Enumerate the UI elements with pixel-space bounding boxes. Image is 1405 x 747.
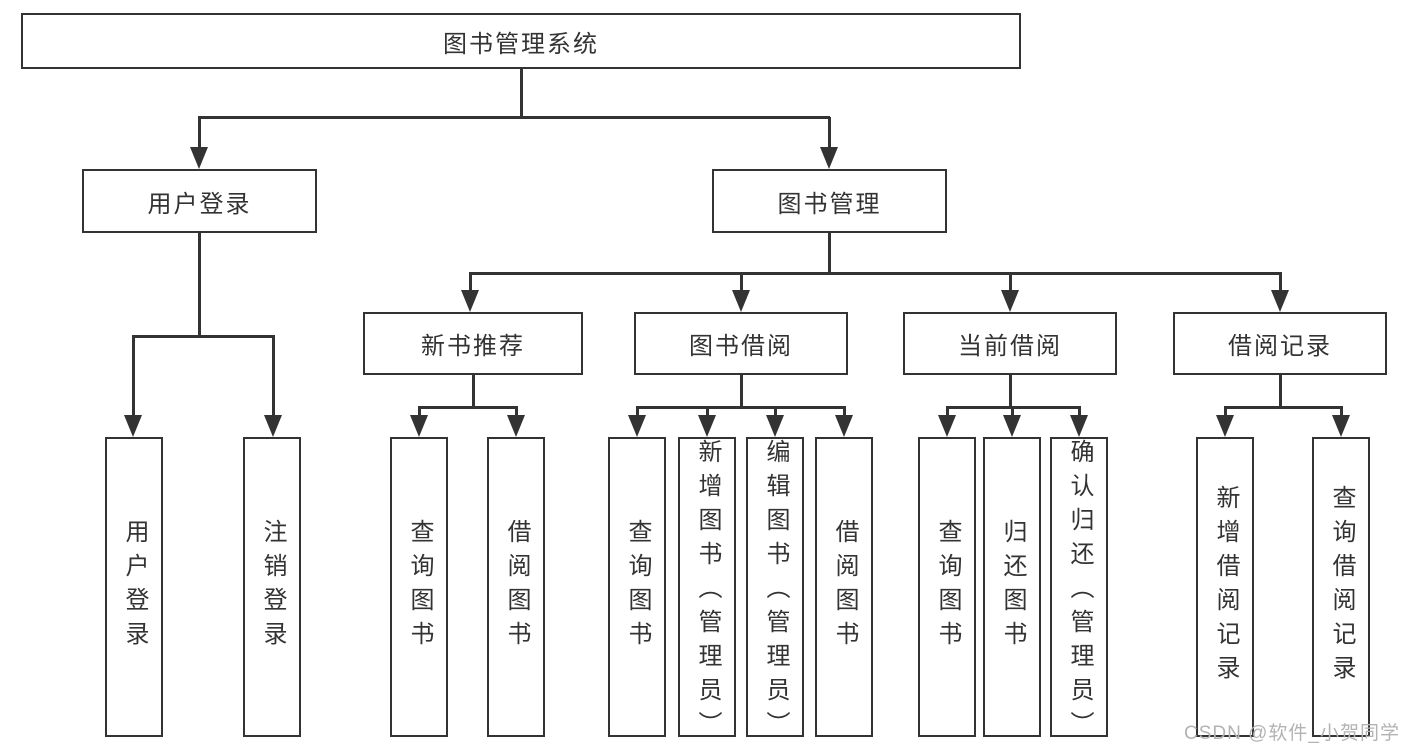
arrowhead-book-borrow: [732, 290, 750, 312]
connector-drop-borrow-book-borrow: [843, 406, 846, 420]
leaf-add-borrow-record-label: 新增借阅记录: [1212, 485, 1239, 689]
arrowhead-query-book-current: [938, 415, 956, 437]
csdn-watermark: CSDN @软件_小贺同学: [1184, 723, 1400, 744]
leaf-query-book-recommend: 查询图书: [390, 437, 448, 737]
connector-current-borrow-stem: [1009, 375, 1012, 408]
connector-drop-book-management: [828, 117, 831, 150]
connector-user-login-bus: [132, 335, 274, 338]
connector-drop-new-book-recommend: [469, 272, 472, 295]
connector-new-book-recommend-bus: [418, 406, 517, 409]
node-borrow-record-label: 借阅记录: [1228, 333, 1332, 360]
node-borrow-record: 借阅记录: [1173, 312, 1387, 375]
node-new-book-recommend: 新书推荐: [363, 312, 583, 375]
leaf-return-book: 归还图书: [983, 437, 1041, 737]
arrowhead-current-borrow: [1001, 290, 1019, 312]
arrowhead-add-borrow-record: [1216, 415, 1234, 437]
leaf-return-book-label: 归还图书: [999, 519, 1026, 655]
leaf-edit-book-admin-label: 编辑图书（管理员）: [762, 439, 789, 745]
connector-drop-return-book: [1011, 406, 1014, 420]
node-root-label: 图书管理系统: [443, 30, 599, 58]
leaf-logout: 注销登录: [243, 437, 301, 737]
leaf-add-borrow-record: 新增借阅记录: [1196, 437, 1254, 737]
arrowhead-borrow-book-recommend: [507, 415, 525, 437]
connector-drop-add-book-admin: [706, 406, 709, 420]
connector-drop-query-book-current: [946, 406, 949, 420]
connector-new-book-recommend-stem: [472, 375, 475, 408]
leaf-query-borrow-record-label: 查询借阅记录: [1328, 485, 1355, 689]
leaf-query-book-borrow-label: 查询图书: [624, 519, 651, 655]
arrowhead-new-book-recommend: [461, 290, 479, 312]
arrowhead-confirm-return-admin: [1070, 415, 1088, 437]
node-current-borrow-label: 当前借阅: [958, 333, 1062, 360]
node-book-borrow-label: 图书借阅: [689, 333, 793, 360]
leaf-user-login-label: 用户登录: [121, 519, 148, 655]
connector-drop-query-borrow-record: [1340, 406, 1343, 420]
connector-book-borrow-bus: [636, 406, 845, 409]
connector-root-stem: [520, 69, 523, 118]
node-new-book-recommend-label: 新书推荐: [421, 333, 525, 360]
arrowhead-user-login: [190, 147, 208, 169]
arrowhead-query-book-recommend: [410, 415, 428, 437]
node-user-login-label: 用户登录: [147, 190, 252, 218]
connector-drop-add-borrow-record: [1224, 406, 1227, 420]
connector-book-borrow-stem: [740, 375, 743, 408]
connector-drop-query-book-recommend: [418, 406, 421, 420]
connector-drop-user-login: [198, 117, 201, 150]
connector-borrow-record-bus: [1224, 406, 1342, 409]
connector-borrow-record-stem: [1279, 375, 1282, 408]
node-user-login: 用户登录: [82, 169, 317, 233]
node-book-borrow: 图书借阅: [634, 312, 848, 375]
leaf-confirm-return-admin-label: 确认归还（管理员）: [1066, 439, 1093, 745]
leaf-query-book-current: 查询图书: [918, 437, 976, 737]
connector-drop-query-book-borrow: [636, 406, 639, 420]
leaf-confirm-return-admin: 确认归还（管理员）: [1050, 437, 1108, 745]
leaf-borrow-book-borrow: 借阅图书: [815, 437, 873, 737]
leaf-query-book-recommend-label: 查询图书: [406, 519, 433, 655]
arrowhead-leaf-logout: [264, 415, 282, 437]
connector-drop-confirm-return-admin: [1078, 406, 1081, 420]
connector-drop-edit-book-admin: [774, 406, 777, 420]
connector-drop-current-borrow: [1009, 272, 1012, 295]
arrowhead-book-management: [820, 147, 838, 169]
leaf-borrow-book-recommend: 借阅图书: [487, 437, 545, 737]
arrowhead-edit-book-admin: [766, 415, 784, 437]
leaf-query-borrow-record: 查询借阅记录: [1312, 437, 1370, 737]
leaf-add-book-admin-label: 新增图书（管理员）: [694, 439, 721, 745]
arrowhead-leaf-user-login: [124, 415, 142, 437]
leaf-user-login: 用户登录: [105, 437, 163, 737]
leaf-edit-book-admin: 编辑图书（管理员）: [746, 437, 804, 745]
arrowhead-borrow-book-borrow: [835, 415, 853, 437]
connector-level3-bus: [469, 272, 1282, 275]
arrowhead-add-book-admin: [698, 415, 716, 437]
arrowhead-query-borrow-record: [1332, 415, 1350, 437]
leaf-add-book-admin: 新增图书（管理员）: [678, 437, 736, 745]
connector-drop-leaf-user-login: [132, 335, 135, 420]
leaf-query-book-borrow: 查询图书: [608, 437, 666, 737]
arrowhead-return-book: [1003, 415, 1021, 437]
arrowhead-query-book-borrow: [628, 415, 646, 437]
leaf-logout-label: 注销登录: [259, 519, 286, 655]
leaf-borrow-book-borrow-label: 借阅图书: [831, 519, 858, 655]
connector-drop-leaf-logout: [272, 335, 275, 420]
arrowhead-borrow-record: [1271, 290, 1289, 312]
connector-drop-book-borrow: [740, 272, 743, 295]
connector-book-management-stem: [828, 233, 831, 273]
leaf-query-book-current-label: 查询图书: [934, 519, 961, 655]
leaf-borrow-book-recommend-label: 借阅图书: [503, 519, 530, 655]
node-current-borrow: 当前借阅: [903, 312, 1117, 375]
node-book-management-label: 图书管理: [777, 190, 882, 218]
connector-user-login-stem: [198, 233, 201, 337]
connector-drop-borrow-book-recommend: [515, 406, 518, 420]
node-book-management: 图书管理: [712, 169, 947, 233]
connector-level2-bus: [198, 116, 830, 119]
connector-drop-borrow-record: [1279, 272, 1282, 295]
node-root: 图书管理系统: [21, 13, 1021, 69]
